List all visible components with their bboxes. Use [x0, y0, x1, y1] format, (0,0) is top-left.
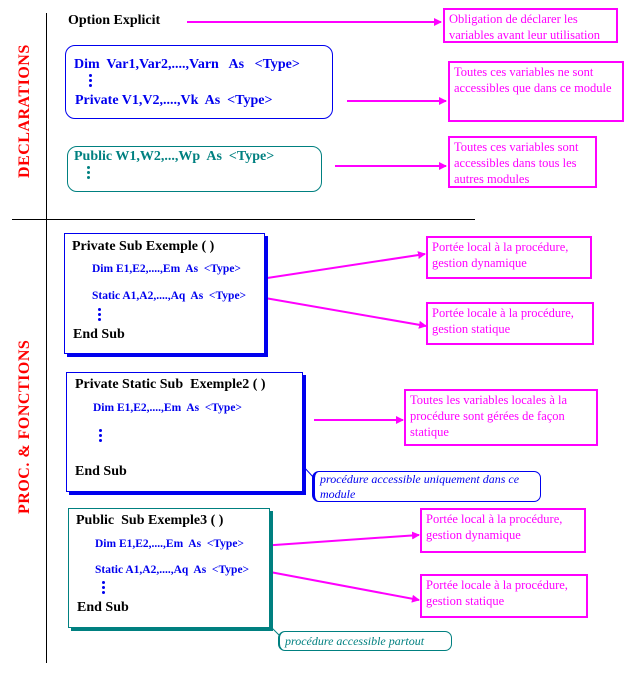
sub-header: Public Sub Exemple3 ( ): [76, 513, 224, 528]
ellipsis-dots-icon: [89, 74, 93, 89]
note-p3-static: Portée locale à la procédure, gestion st…: [420, 574, 588, 618]
note-p1-static: Portée locale à la procédure, gestion st…: [426, 302, 594, 345]
end-sub: End Sub: [73, 327, 125, 342]
note-p2: Toutes les variables locales à la procéd…: [404, 389, 598, 446]
ellipsis-dots-icon: [87, 166, 91, 181]
dim-statement: Dim E1,E2,....,Em As <Type>: [93, 402, 242, 414]
public-declarations-box: Public W1,W2,...,Wp As <Type>: [67, 146, 322, 192]
ellipsis-dots-icon: [99, 429, 103, 444]
declarations-section-label: DECLARATIONS: [16, 44, 33, 178]
arrow-p3-dim: [259, 531, 420, 547]
ellipsis-dots-icon: [102, 581, 106, 596]
procedures-section-label: PROC. & FONCTIONS: [16, 339, 33, 514]
dim-statement: Dim E1,E2,....,Em As <Type>: [92, 263, 241, 275]
arrow-p1-static: [264, 297, 427, 329]
private-declarations-box: Dim Var1,Var2,....,Varn As <Type> Privat…: [65, 45, 333, 119]
arrow-p1-dim: [253, 251, 426, 281]
note-p3-dim: Portée local à la procédure, gestion dyn…: [420, 508, 586, 553]
note-p1-dim: Portée local à la procédure, gestion dyn…: [426, 236, 592, 279]
private-declaration: Private V1,V2,....,Vk As <Type>: [75, 93, 273, 108]
public-sub-box: Public Sub Exemple3 ( ) Dim E1,E2,....,E…: [68, 508, 270, 628]
sub-header: Private Sub Exemple ( ): [72, 239, 215, 254]
public-declaration: Public W1,W2,...,Wp As <Type>: [74, 149, 275, 164]
note-private-declarations: Toutes ces variables ne sont accessibles…: [448, 61, 624, 122]
sub-header: Private Static Sub Exemple2 ( ): [75, 377, 266, 392]
dim-declaration: Dim Var1,Var2,....,Varn As <Type>: [74, 57, 300, 72]
end-sub: End Sub: [77, 600, 129, 615]
static-statement: Static A1,A2,....,Aq As <Type>: [92, 290, 247, 302]
callout-public: procédure accessible partout: [278, 631, 452, 651]
private-static-sub-box: Private Static Sub Exemple2 ( ) Dim E1,E…: [66, 372, 303, 492]
callout-module-only: procédure accessible uniquement dans ce …: [312, 471, 541, 502]
dim-statement: Dim E1,E2,....,Em As <Type>: [95, 538, 244, 550]
note-public-declarations: Toutes ces variables sont accessibles da…: [448, 136, 597, 188]
end-sub: End Sub: [75, 464, 127, 479]
note-option-explicit: Obligation de déclarer les variables ava…: [443, 8, 618, 43]
arrow-p3-static: [269, 571, 420, 603]
option-explicit: Option Explicit: [68, 13, 161, 28]
ellipsis-dots-icon: [98, 308, 102, 323]
private-sub-box: Private Sub Exemple ( ) Dim E1,E2,....,E…: [64, 233, 265, 354]
static-statement: Static A1,A2,....,Aq As <Type>: [95, 564, 250, 576]
